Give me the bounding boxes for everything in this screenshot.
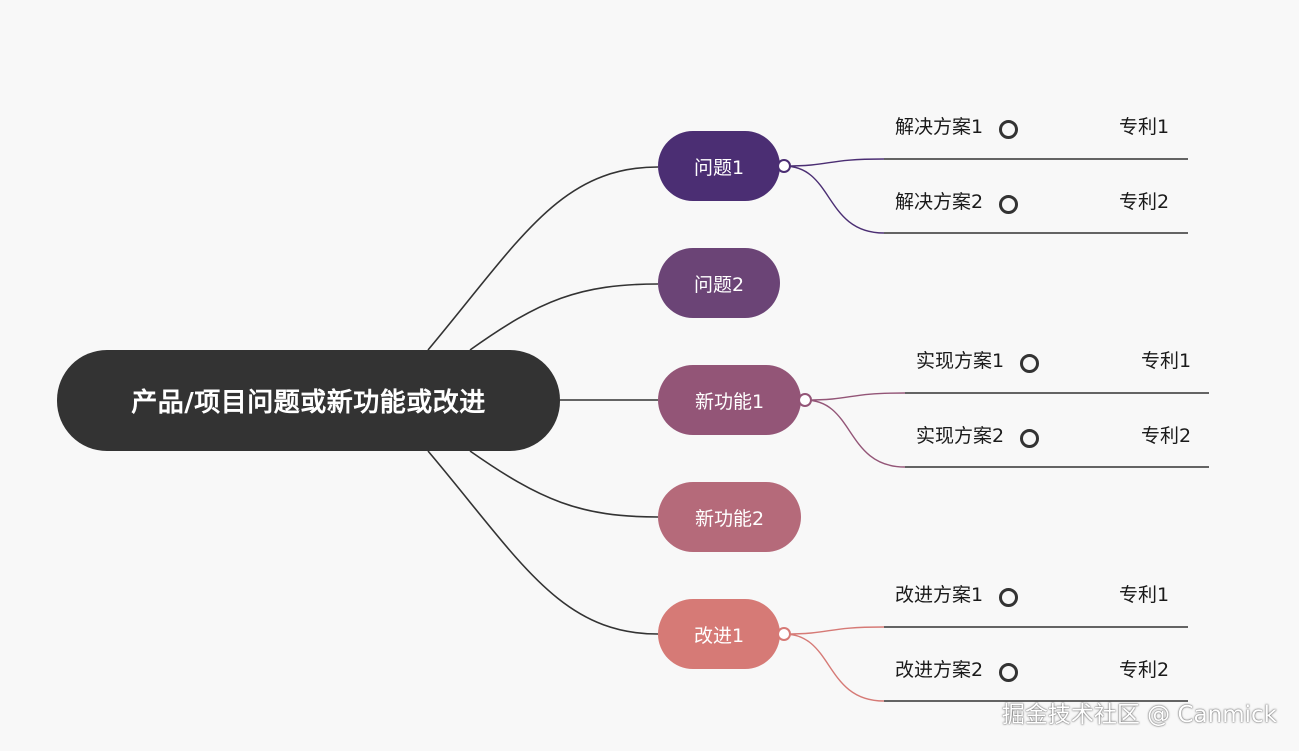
branch-topic-3[interactable]: 新功能1 [658, 365, 801, 435]
patent-label-1-2-text: 专利2 [1119, 191, 1170, 213]
circle-marker-icon [1020, 429, 1039, 448]
patent-label-3-2[interactable]: 专利2 [1141, 424, 1191, 448]
branch-topic-2-label: 问题2 [693, 273, 745, 296]
patent-label-5-1-text: 专利1 [1119, 584, 1170, 606]
subtopic-3-2[interactable]: 实现方案2 [916, 424, 1004, 448]
collapse-toggle-5[interactable] [777, 627, 791, 641]
patent-label-3-2-text: 专利2 [1141, 425, 1192, 447]
patent-label-1-1-text: 专利1 [1119, 116, 1170, 138]
patent-label-1-1[interactable]: 专利1 [1119, 115, 1169, 139]
patent-label-5-2[interactable]: 专利2 [1119, 658, 1169, 682]
connector-branch-1-sub-1 [783, 158, 885, 167]
patent-label-3-1-text: 专利1 [1141, 350, 1192, 372]
subtopic-5-2[interactable]: 改进方案2 [895, 658, 983, 682]
branch-topic-3-label: 新功能1 [694, 390, 765, 413]
branch-topic-5[interactable]: 改进1 [658, 599, 780, 669]
connector-root-branch-2 [469, 283, 659, 351]
branch-topic-2[interactable]: 问题2 [658, 248, 780, 318]
patent-label-1-2[interactable]: 专利2 [1119, 190, 1169, 214]
branch-topic-1[interactable]: 问题1 [658, 131, 780, 201]
root-topic-label: 产品/项目问题或新功能或改进 [131, 388, 486, 418]
subtopic-3-2-label: 实现方案2 [916, 425, 1005, 447]
collapse-toggle-1[interactable] [777, 159, 791, 173]
watermark: 掘金技术社区 @ Canmick [1001, 702, 1277, 728]
branch-topic-4-label: 新功能2 [694, 507, 765, 530]
patent-label-5-1[interactable]: 专利1 [1119, 583, 1169, 607]
subtopic-3-1-label: 实现方案1 [916, 350, 1005, 372]
connector-root-branch-5 [427, 450, 659, 635]
circle-marker-icon [999, 195, 1018, 214]
connector-root-branch-4 [469, 450, 659, 518]
connector-root-branch-1 [427, 166, 659, 351]
connector-branch-3-sub-2 [804, 399, 906, 468]
subtopic-1-2[interactable]: 解决方案2 [895, 190, 983, 214]
connector-branch-1-sub-2 [783, 165, 885, 234]
branch-topic-1-label: 问题1 [693, 156, 745, 179]
subtopic-5-2-label: 改进方案2 [895, 659, 984, 681]
branch-topic-4[interactable]: 新功能2 [658, 482, 801, 552]
circle-marker-icon [1020, 354, 1039, 373]
branch-topic-5-label: 改进1 [693, 624, 745, 647]
connector-branch-5-sub-2 [783, 633, 885, 702]
patent-label-5-2-text: 专利2 [1119, 659, 1170, 681]
circle-marker-icon [999, 588, 1018, 607]
subtopic-5-1-label: 改进方案1 [895, 584, 984, 606]
subtopic-5-1[interactable]: 改进方案1 [895, 583, 983, 607]
collapse-toggle-3[interactable] [798, 393, 812, 407]
patent-label-3-1[interactable]: 专利1 [1141, 349, 1191, 373]
connector-branch-3-sub-1 [804, 392, 906, 401]
connector-branch-5-sub-1 [783, 626, 885, 635]
subtopic-1-1[interactable]: 解决方案1 [895, 115, 983, 139]
subtopic-3-1[interactable]: 实现方案1 [916, 349, 1004, 373]
subtopic-1-2-label: 解决方案2 [895, 191, 984, 213]
root-topic[interactable]: 产品/项目问题或新功能或改进 [57, 350, 560, 451]
circle-marker-icon [999, 120, 1018, 139]
circle-marker-icon [999, 663, 1018, 682]
subtopic-1-1-label: 解决方案1 [895, 116, 984, 138]
